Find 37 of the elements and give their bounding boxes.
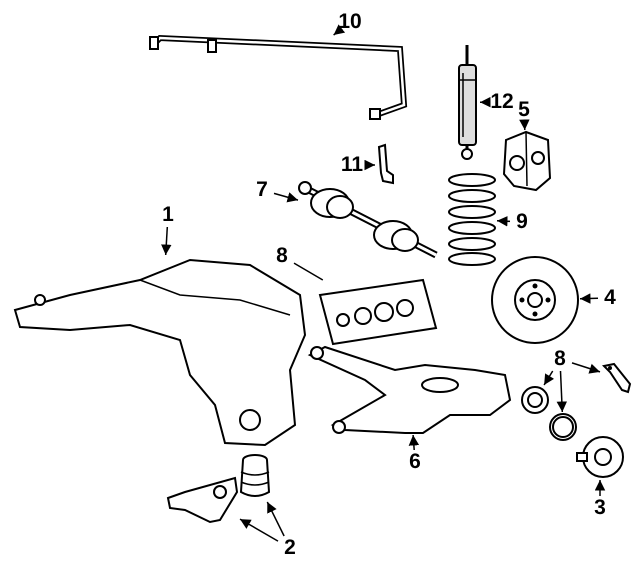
callout-number: 10	[336, 10, 364, 34]
callout-number: 9	[510, 210, 534, 234]
callout-number: 3	[588, 496, 612, 520]
wheel-hub-drawing	[575, 435, 625, 480]
leader-line	[364, 160, 375, 170]
leader-line	[543, 370, 554, 386]
retaining-ring-drawing	[548, 412, 578, 442]
callout-number: 8	[548, 347, 572, 371]
brake-caliper-drawing	[500, 130, 552, 192]
leader-line	[274, 192, 298, 202]
bracket-link-drawing	[375, 145, 395, 185]
coil-spring-drawing	[447, 172, 497, 267]
leader-line	[519, 119, 530, 130]
leader-line	[580, 293, 598, 304]
leader-line	[294, 262, 324, 281]
callout-number: 6	[403, 450, 427, 474]
callout-number: 11	[338, 153, 366, 177]
seal-ring-drawing	[520, 385, 550, 415]
leader-line	[496, 216, 510, 227]
leader-line	[556, 370, 568, 412]
leader-line	[594, 480, 606, 496]
callout-number: 4	[598, 286, 622, 310]
stabilizer-bar-drawing	[150, 35, 410, 120]
brake-rotor-drawing	[490, 255, 580, 345]
callout-number: 7	[250, 178, 274, 202]
leader-line	[408, 434, 420, 450]
callout-number: 2	[278, 536, 302, 560]
leader-line	[266, 502, 285, 536]
leader-line	[333, 24, 346, 36]
leader-line	[480, 96, 491, 108]
leader-line	[161, 226, 172, 256]
bearing-kit-card-drawing	[318, 280, 438, 345]
shock-absorber-drawing	[455, 45, 480, 160]
callout-number: 8	[270, 244, 294, 268]
callout-number: 1	[156, 203, 180, 227]
leader-line	[572, 362, 600, 374]
leader-line	[240, 518, 278, 542]
